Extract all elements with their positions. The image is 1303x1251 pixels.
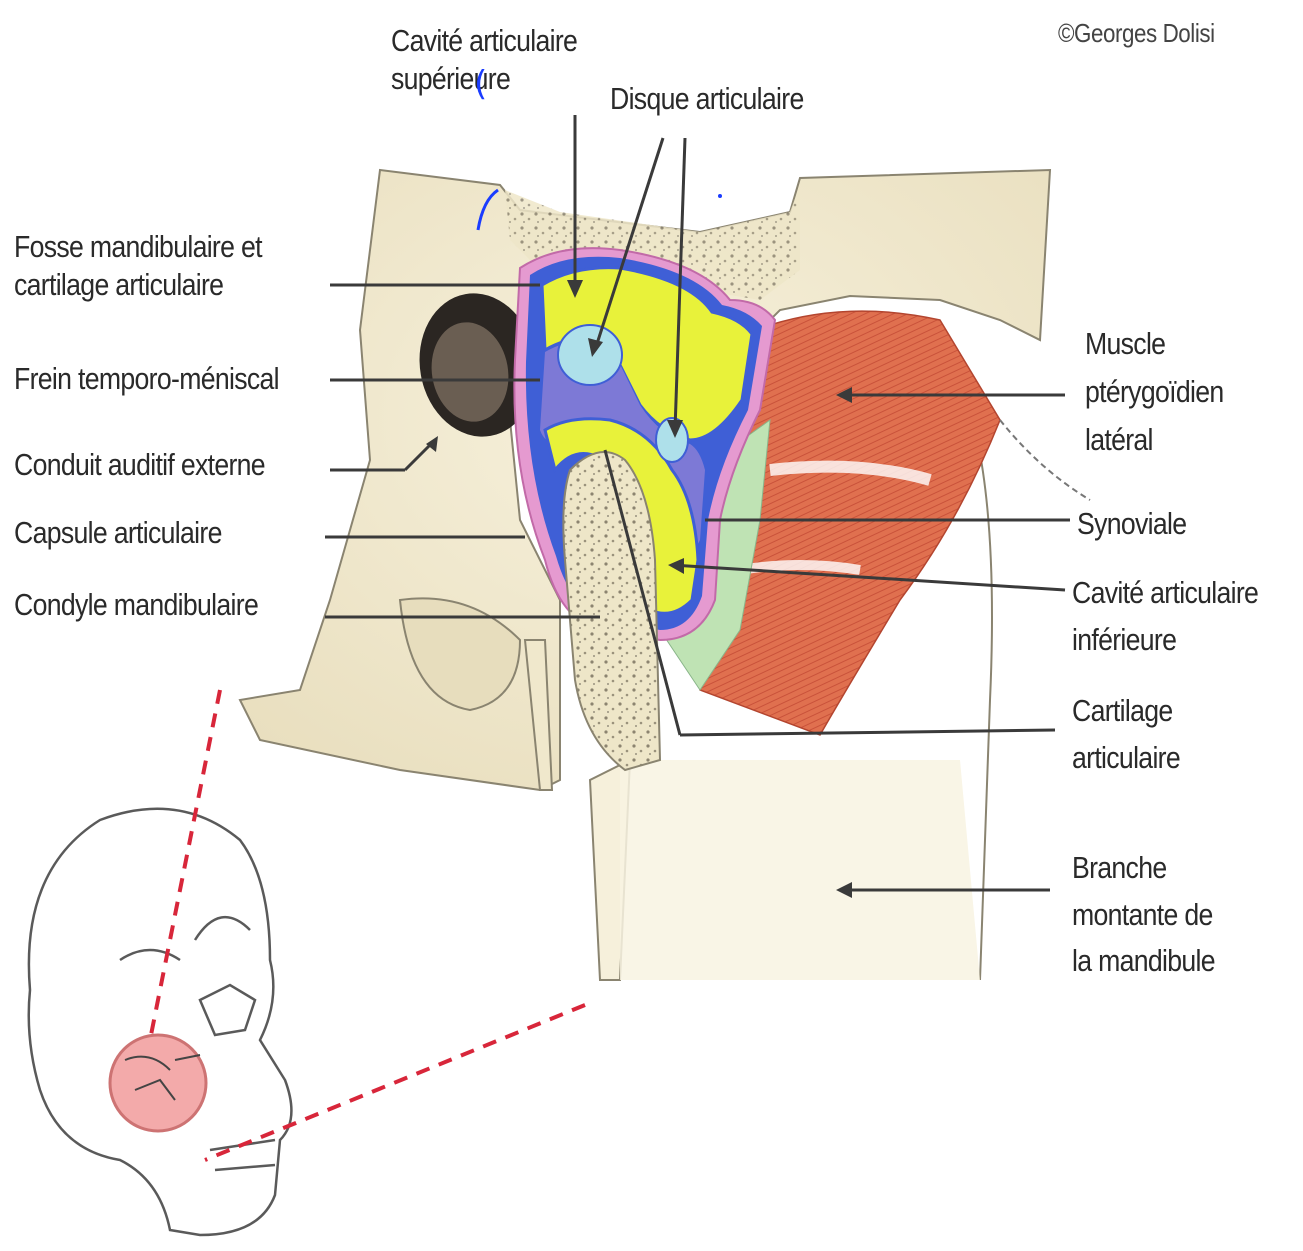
- label-branche: Branche montante de la mandibule: [1072, 845, 1215, 985]
- copyright: ©Georges Dolisi: [1058, 18, 1215, 49]
- label-capsule: Capsule articulaire: [14, 514, 222, 552]
- ink-mark-3: (: [474, 64, 487, 104]
- label-muscle: Muscle ptérygoïdien latéral: [1085, 320, 1223, 464]
- label-cartilage: Cartilage articulaire: [1072, 688, 1180, 781]
- label-conduit: Conduit auditif externe: [14, 446, 265, 484]
- label-condyle: Condyle mandibulaire: [14, 586, 258, 624]
- disc-cavity-posterior: [558, 325, 622, 385]
- skull-inset: [29, 809, 292, 1235]
- label-disque: Disque articulaire: [610, 80, 804, 118]
- mandibular-condyle: [563, 452, 660, 770]
- label-frein: Frein temporo-méniscal: [14, 360, 279, 398]
- ink-mark-2: [718, 194, 722, 198]
- zoom-circle: [110, 1035, 206, 1131]
- label-cavite-inferieure: Cavité articulaire inférieure: [1072, 570, 1258, 663]
- label-fosse: Fosse mandibulaire et cartilage articula…: [14, 228, 262, 304]
- label-synoviale: Synoviale: [1077, 505, 1186, 543]
